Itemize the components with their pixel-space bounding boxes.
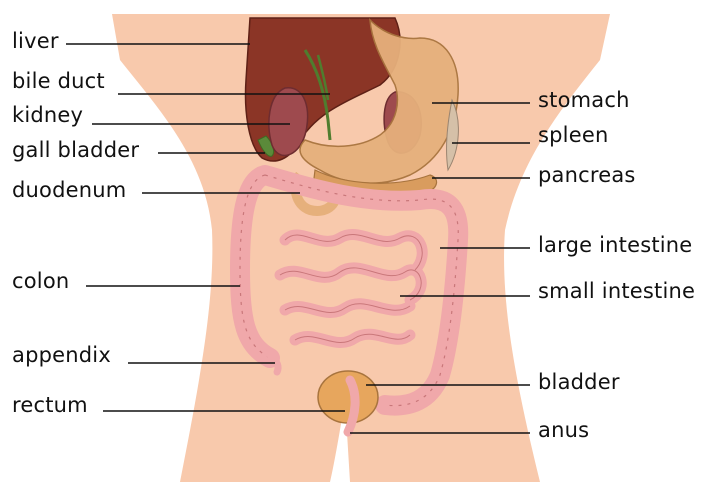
label-small-intestine: small intestine — [538, 279, 695, 303]
label-liver: liver — [12, 29, 59, 53]
label-colon: colon — [12, 269, 69, 293]
label-pancreas: pancreas — [538, 163, 636, 187]
label-duodenum: duodenum — [12, 178, 126, 202]
label-stomach: stomach — [538, 88, 630, 112]
label-kidney: kidney — [12, 103, 83, 127]
label-gall-bladder: gall bladder — [12, 138, 139, 162]
label-bile-duct: bile duct — [12, 69, 105, 93]
label-anus: anus — [538, 418, 589, 442]
label-rectum: rectum — [12, 393, 88, 417]
label-spleen: spleen — [538, 123, 608, 147]
label-appendix: appendix — [12, 343, 111, 367]
label-bladder: bladder — [538, 370, 620, 394]
label-large-intestine: large intestine — [538, 233, 692, 257]
